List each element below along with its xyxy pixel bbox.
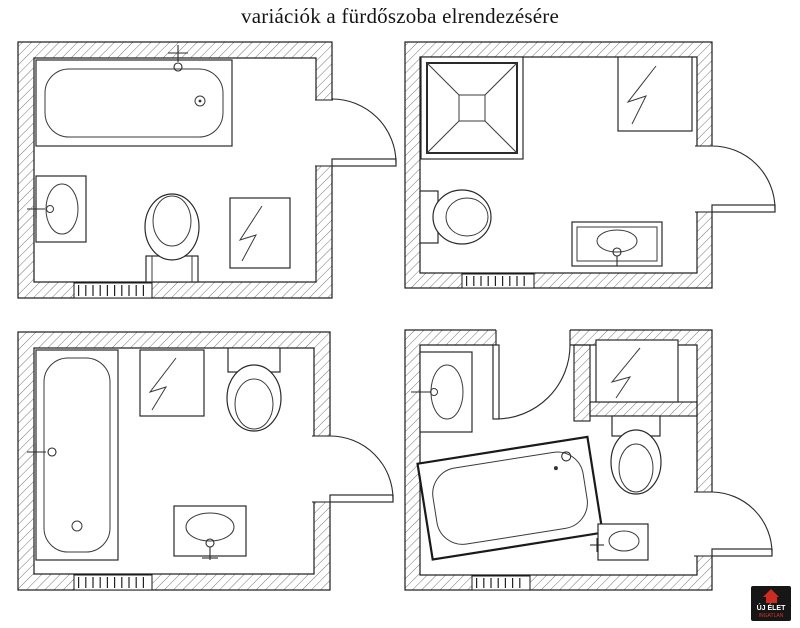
- bathtub: [35, 45, 233, 147]
- logo-tagline: INGATLAN: [758, 613, 784, 619]
- plan-bottom-left: [17, 331, 394, 591]
- toilet: [610, 415, 662, 495]
- house-icon: [753, 589, 789, 603]
- washbasin: [27, 175, 87, 243]
- interior-wall-vertical: [573, 344, 591, 422]
- vanity-washbasin: [571, 221, 663, 267]
- plan-bottom-right: [404, 329, 773, 591]
- corner-bathtub: [416, 435, 604, 561]
- walls: [404, 329, 713, 591]
- door-swing: [312, 435, 394, 503]
- toilet: [144, 193, 200, 283]
- mirror: [617, 56, 693, 132]
- logo-name: ÚJ ÉLET: [756, 605, 786, 612]
- mirror: [595, 339, 679, 403]
- radiator: [73, 574, 153, 591]
- toilet: [226, 347, 282, 432]
- page-title: variációk a fürdőszoba elrendezésére: [241, 4, 559, 28]
- small-washbasin: [590, 523, 649, 561]
- plan-top-right: [404, 41, 776, 289]
- washbasin: [411, 351, 473, 433]
- door-swing: [695, 145, 776, 213]
- interior-door-swing: [492, 329, 571, 420]
- radiator: [471, 575, 531, 591]
- toilet: [419, 189, 492, 245]
- door-swing: [314, 98, 397, 167]
- radiator: [73, 282, 153, 299]
- shower-cabin: [420, 56, 524, 160]
- plan-top-left: [17, 41, 397, 299]
- radiator: [461, 273, 535, 289]
- door-swing: [694, 491, 773, 557]
- logo: ÚJ ÉLET INGATLAN: [751, 586, 791, 621]
- interior-wall-horizontal: [589, 401, 698, 417]
- washbasin: [173, 505, 247, 560]
- bathtub: [27, 349, 119, 561]
- mirror: [229, 197, 291, 269]
- mirror: [139, 349, 205, 417]
